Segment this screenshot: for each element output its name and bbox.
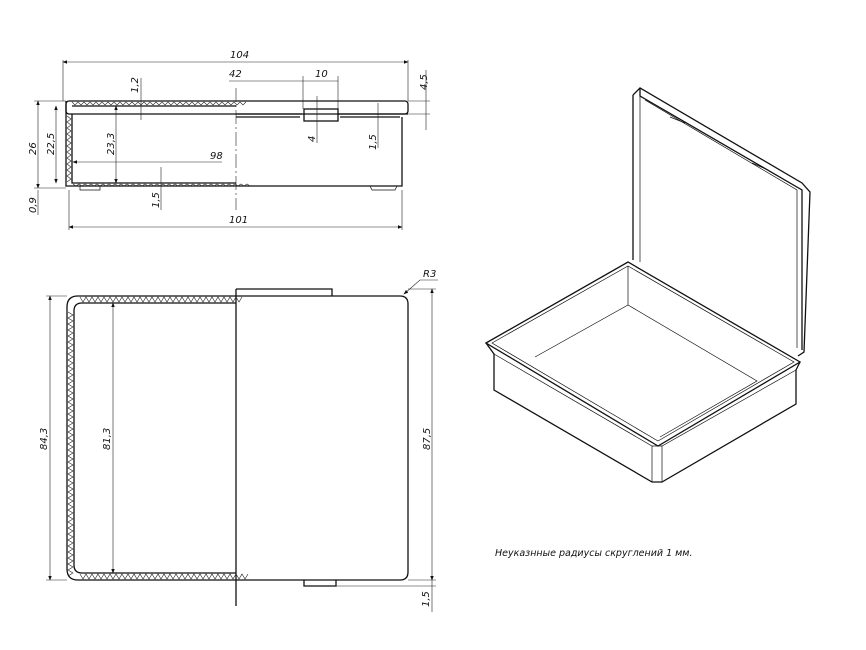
dim-base-length: 101 xyxy=(229,215,248,226)
dim-lid-flange: 1,5 xyxy=(368,134,379,150)
dim-inner-width: 81,3 xyxy=(102,428,113,450)
dim-inner-height: 22,5 xyxy=(46,133,57,155)
dim-hinge-height: 4 xyxy=(307,136,318,142)
isometric-view xyxy=(484,87,811,483)
dim-outer-width: 84,3 xyxy=(39,428,50,450)
dim-total-height: 26 xyxy=(28,142,39,155)
dim-hinge-offset: 42 xyxy=(229,69,242,80)
dim-flange-offset: 1,5 xyxy=(421,591,432,607)
dim-bottom-wall: 1,5 xyxy=(151,192,162,208)
dim-hinge-width: 10 xyxy=(315,69,328,80)
plan-view: R3 84,3 81,3 87,5 1,5 xyxy=(39,269,438,612)
section-view: 104 42 10 4,5 1,2 26 22,5 23,3 98 4 1,5 … xyxy=(28,50,430,230)
dim-lid-height: 4,5 xyxy=(419,74,430,90)
note-fillet-radii: Неуказнные радиусы скруглений 1 мм. xyxy=(495,548,693,559)
dim-corner-radius: R3 xyxy=(423,269,436,280)
dim-overall-length: 104 xyxy=(230,50,249,61)
dim-inner-depth: 23,3 xyxy=(106,133,117,155)
dim-inner-length: 98 xyxy=(210,151,223,162)
dim-foot-height: 0,9 xyxy=(28,197,39,213)
dim-lid-width: 87,5 xyxy=(422,428,433,450)
dim-lid-wall: 1,2 xyxy=(130,77,141,93)
